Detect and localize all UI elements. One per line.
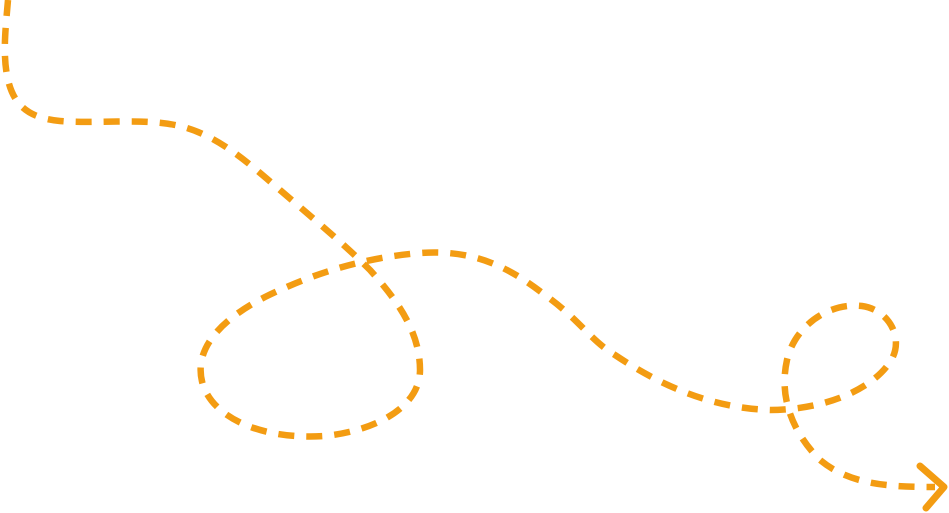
arrowhead-chevron-icon (916, 462, 948, 512)
dashed-trail-path (1, 0, 936, 491)
